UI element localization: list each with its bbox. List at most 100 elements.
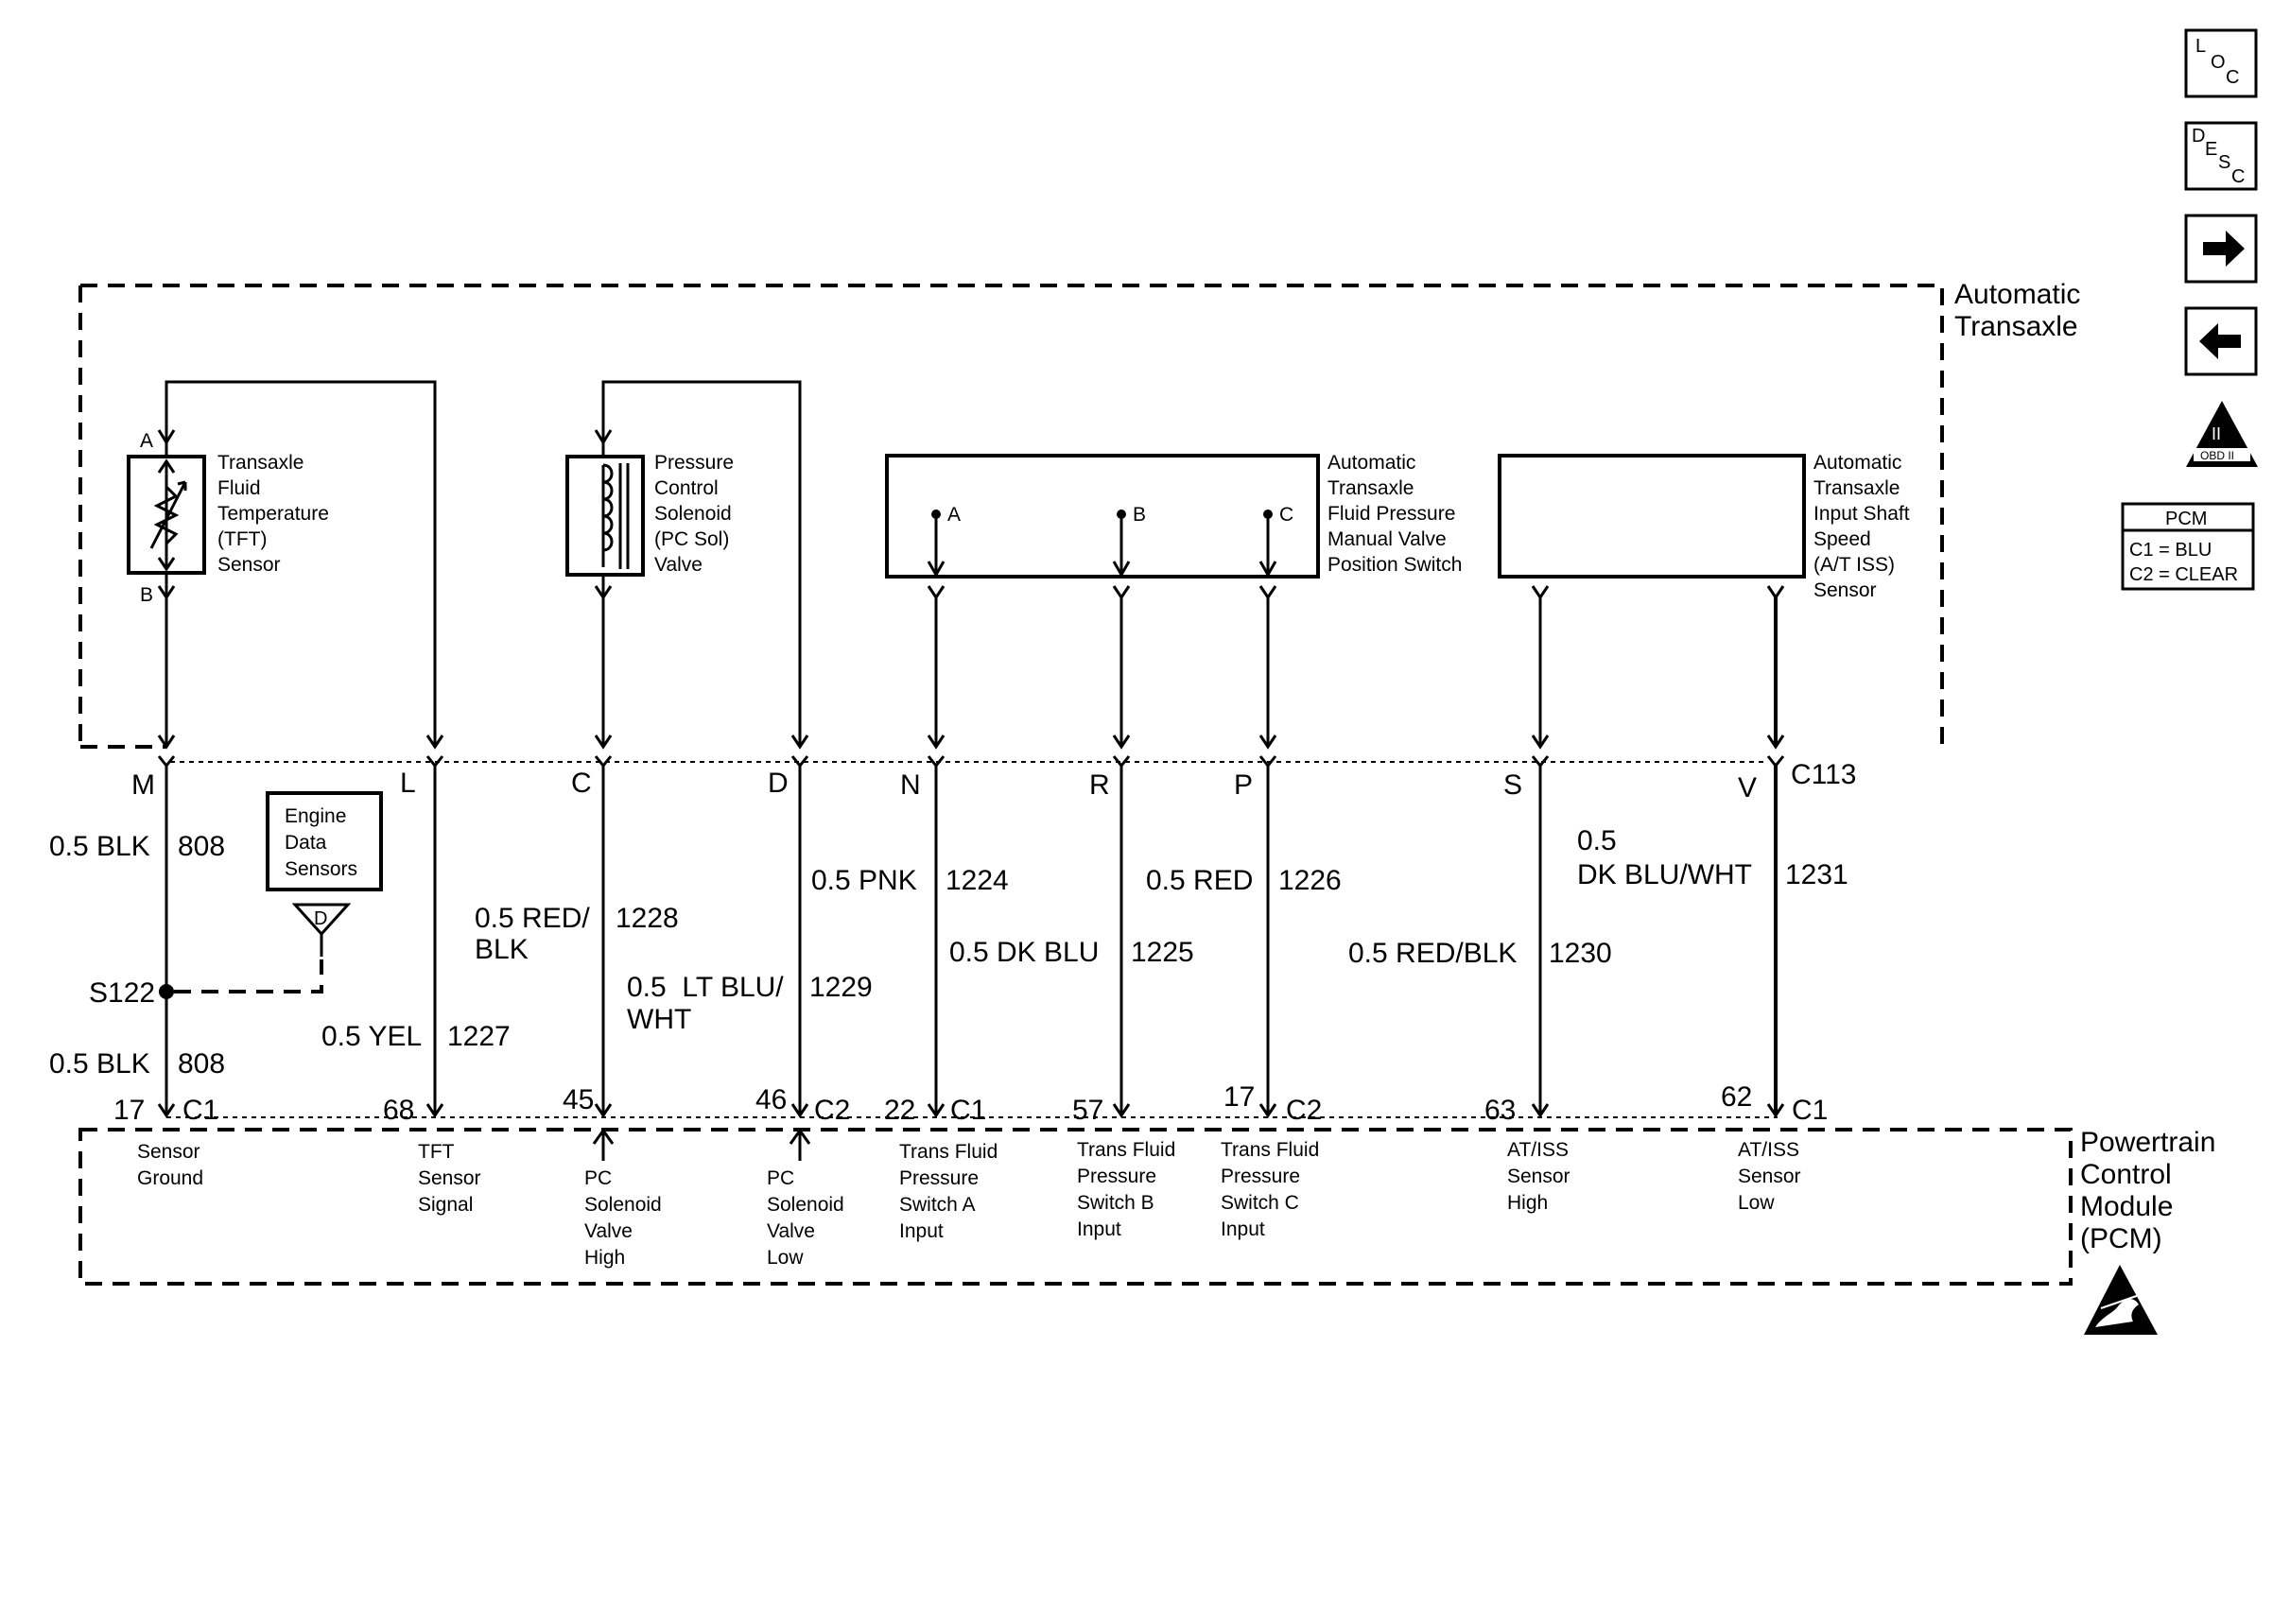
- switch-label-5: Position Switch: [1327, 554, 1462, 576]
- pcm-conn-c1-c: C1: [1792, 1095, 1828, 1126]
- wire-color-m-2: 0.5 BLK: [49, 1048, 150, 1080]
- pcm-conn-c2-b: C2: [1286, 1095, 1322, 1126]
- desc-c-2: Solenoid: [584, 1194, 662, 1216]
- engine-data-tag: D: [314, 908, 327, 929]
- pcm-pin-62: 62: [1721, 1081, 1752, 1113]
- splice-dashed-link: [174, 959, 323, 993]
- iss-sensor[interactable]: Automatic Transaxle Input Shaft Speed (A…: [1498, 452, 1910, 601]
- desc-s-1: AT/ISS: [1507, 1139, 1569, 1161]
- switch-label-1: Automatic: [1327, 452, 1415, 474]
- pcm-conn-c2-a: C2: [814, 1095, 850, 1126]
- switch-label-4: Manual Valve: [1327, 528, 1447, 550]
- pcm-table-row-1: C1 = BLU: [2129, 540, 2212, 561]
- svg-text:E: E: [2205, 139, 2217, 160]
- circuit-d: 1229: [809, 972, 873, 1003]
- pcm-module: Powertrain Control Module (PCM): [78, 1127, 2215, 1286]
- desc-l-1: TFT: [418, 1141, 455, 1163]
- desc-r-2: Pressure: [1077, 1166, 1156, 1187]
- pcm-table-title: PCM: [2165, 509, 2207, 529]
- desc-s-3: High: [1507, 1192, 1548, 1214]
- desc-c-4: High: [584, 1247, 625, 1269]
- svg-text:OBD II: OBD II: [2200, 449, 2234, 462]
- desc-r-4: Input: [1077, 1218, 1121, 1240]
- engine-data-label-3: Sensors: [285, 858, 357, 880]
- obd-ii-button[interactable]: II OBD II: [2186, 401, 2258, 467]
- c113-pin-m: M: [131, 769, 155, 801]
- circuit-n: 1224: [946, 865, 1009, 896]
- pcm-label-3: Module: [2080, 1191, 2173, 1222]
- pcm-conn-c1-a: C1: [182, 1095, 218, 1126]
- desc-button[interactable]: D E S C: [2184, 121, 2258, 191]
- pcm-table-row-2: C2 = CLEAR: [2129, 564, 2238, 585]
- pcm-descriptions: Sensor Ground TFT Sensor Signal PC Solen…: [137, 1139, 1801, 1269]
- pcm-label-2: Control: [2080, 1159, 2172, 1190]
- desc-p-1: Trans Fluid: [1221, 1139, 1319, 1161]
- pcm-conn-c1-b: C1: [950, 1095, 986, 1126]
- switch-label-2: Transaxle: [1327, 477, 1414, 499]
- desc-p-3: Switch C: [1221, 1192, 1299, 1214]
- ground-ref-triangle-icon: [291, 903, 352, 957]
- splice-s122[interactable]: [159, 984, 174, 999]
- circuit-s: 1230: [1549, 938, 1612, 969]
- circuit-v: 1231: [1785, 859, 1848, 890]
- transaxle-label-1: Automatic: [1954, 279, 2080, 310]
- engine-data-sensors-box[interactable]: [266, 791, 383, 891]
- pcsol-label-3: Solenoid: [654, 503, 732, 525]
- pcsol-label-1: Pressure: [654, 452, 734, 474]
- pcm-pin-17b: 17: [1223, 1081, 1255, 1113]
- tft-label-2: Fluid: [217, 477, 261, 499]
- tft-label-3: Temperature: [217, 503, 329, 525]
- iss-label-4: Speed: [1813, 528, 1871, 550]
- tft-pin-a: A: [140, 430, 153, 452]
- harness-wires: [165, 766, 1542, 1114]
- switch-pin-c: C: [1279, 504, 1293, 526]
- svg-text:S: S: [2218, 152, 2230, 173]
- desc-d-2: Solenoid: [767, 1194, 844, 1216]
- wires-switch: [934, 596, 1270, 747]
- c113-pin-l: L: [400, 768, 416, 799]
- desc-d-4: Low: [767, 1247, 804, 1269]
- tft-sensor[interactable]: A B Transaxle Fluid Temperature (TFT) Se…: [127, 429, 329, 606]
- wire-tft-a: [165, 380, 437, 747]
- desc-m-1: Sensor: [137, 1141, 200, 1163]
- switch-pin-a: A: [947, 504, 961, 526]
- wire-color-l: 0.5 YEL: [321, 1021, 422, 1052]
- svg-text:D: D: [2192, 126, 2205, 147]
- desc-r-3: Switch B: [1077, 1192, 1154, 1214]
- coil-icon: [601, 463, 614, 567]
- iss-label-1: Automatic: [1813, 452, 1901, 474]
- previous-page-button[interactable]: [2184, 306, 2258, 376]
- loc-button[interactable]: L O C: [2184, 28, 2258, 98]
- desc-n-2: Pressure: [899, 1167, 979, 1189]
- next-page-button[interactable]: [2184, 214, 2258, 284]
- c113-pin-c: C: [571, 768, 592, 799]
- pc-solenoid-body: [565, 455, 645, 577]
- svg-text:O: O: [2211, 52, 2226, 73]
- pc-solenoid[interactable]: Pressure Control Solenoid (PC Sol) Valve: [565, 429, 734, 600]
- desc-n-1: Trans Fluid: [899, 1141, 998, 1163]
- tft-label-4: (TFT): [217, 528, 267, 550]
- tft-label-1: Transaxle: [217, 452, 304, 474]
- pressure-switch[interactable]: A B C Automatic Transaxle Fluid Pressure…: [885, 452, 1462, 579]
- desc-n-4: Input: [899, 1220, 944, 1242]
- transaxle-harness: Automatic Transaxle: [78, 279, 2080, 749]
- circuit-p: 1226: [1278, 865, 1342, 896]
- engine-data-label-2: Data: [285, 832, 327, 854]
- desc-p-2: Pressure: [1221, 1166, 1300, 1187]
- pcm-label-4: (PCM): [2080, 1223, 2162, 1254]
- circuit-c: 1228: [616, 903, 679, 934]
- desc-r-1: Trans Fluid: [1077, 1139, 1175, 1161]
- transaxle-label-2: Transaxle: [1954, 311, 2078, 342]
- pcsol-label-4: (PC Sol): [654, 528, 729, 550]
- pcm-connector-table: PCM C1 = BLU C2 = CLEAR: [2121, 502, 2255, 591]
- iss-label-3: Input Shaft: [1813, 503, 1910, 525]
- wire-pcsol-top: [601, 380, 802, 747]
- wire-color-n: 0.5 PNK: [811, 865, 917, 896]
- wire-color-d-2: WHT: [627, 1004, 691, 1035]
- desc-v-1: AT/ISS: [1738, 1139, 1799, 1161]
- pressure-switch-body: [885, 454, 1320, 579]
- svg-text:C: C: [2231, 166, 2245, 187]
- desc-d-3: Valve: [767, 1220, 815, 1242]
- c113-pin-p: P: [1234, 769, 1253, 801]
- c113-pin-v: V: [1738, 772, 1757, 803]
